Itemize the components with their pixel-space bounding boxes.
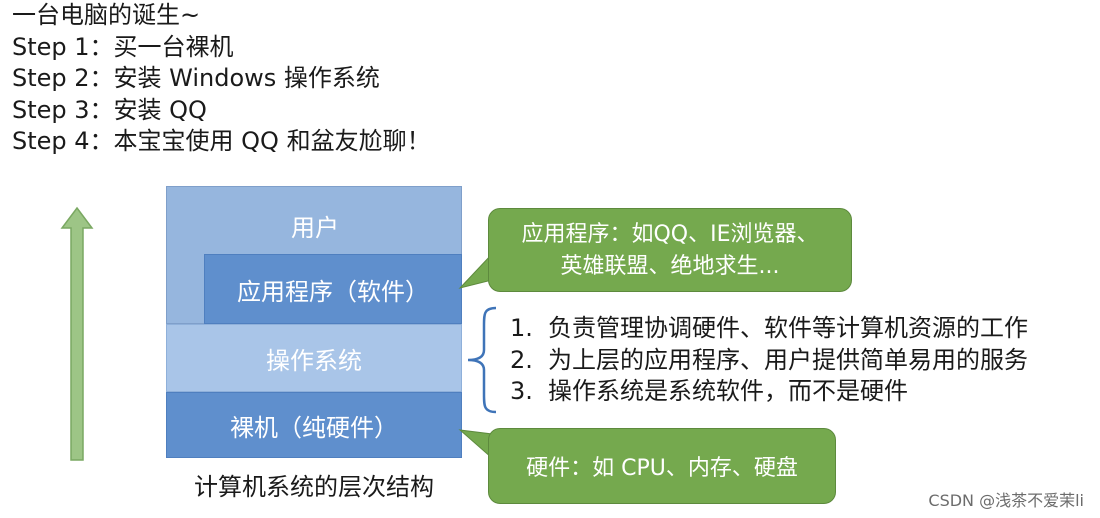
- callout-app-line-2: 英雄联盟、绝地求生...: [560, 254, 780, 279]
- layer-os: 操作系统: [166, 324, 462, 392]
- list-item-text: 负责管理协调硬件、软件等计算机资源的工作: [548, 314, 1028, 342]
- callout-hardware: 硬件：如 CPU、内存、硬盘: [488, 428, 836, 504]
- list-item-number: 2.: [510, 345, 533, 374]
- layer-hardware: 裸机（纯硬件）: [166, 392, 462, 458]
- layer-application: 应用程序（软件）: [204, 254, 462, 324]
- step-4: Step 4：本宝宝使用 QQ 和盆友尬聊！: [12, 127, 431, 155]
- step-2: Step 2：安装 Windows 操作系统: [12, 64, 380, 92]
- list-item-number: 3.: [510, 377, 533, 405]
- watermark: CSDN @浅茶不爱茉li: [928, 491, 1084, 510]
- step-3: Step 3：安装 QQ: [12, 95, 207, 124]
- intro-title: 一台电脑的诞生~: [12, 1, 201, 29]
- up-arrow-icon: [60, 206, 94, 461]
- list-item-number: 1.: [510, 314, 533, 342]
- list-item: 2. 为上层的应用程序、用户提供简单易用的服务: [510, 345, 1028, 377]
- os-duties-list: 1. 负责管理协调硬件、软件等计算机资源的工作 2. 为上层的应用程序、用户提供简单…: [510, 313, 1028, 408]
- callout-application: 应用程序：如QQ、IE浏览器、 英雄联盟、绝地求生...: [488, 208, 852, 292]
- intro-text: 一台电脑的诞生~ Step 1：买一台裸机 Step 2：安装 Windows …: [12, 0, 431, 158]
- step-1: Step 1：买一台裸机: [12, 32, 234, 61]
- list-item: 3. 操作系统是系统软件，而不是硬件: [510, 376, 1028, 408]
- layer-stack: 用户 应用程序（软件） 操作系统 裸机（纯硬件）: [166, 186, 462, 458]
- callout-app-line-1: 应用程序：如QQ、IE浏览器、: [521, 222, 819, 247]
- brace-icon: [467, 306, 497, 414]
- list-item: 1. 负责管理协调硬件、软件等计算机资源的工作: [510, 313, 1028, 345]
- list-item-text: 操作系统是系统软件，而不是硬件: [548, 377, 908, 405]
- list-item-text: 为上层的应用程序、用户提供简单易用的服务: [548, 345, 1028, 374]
- diagram-caption: 计算机系统的层次结构: [194, 473, 434, 501]
- layer-user-label: 用户: [291, 213, 339, 242]
